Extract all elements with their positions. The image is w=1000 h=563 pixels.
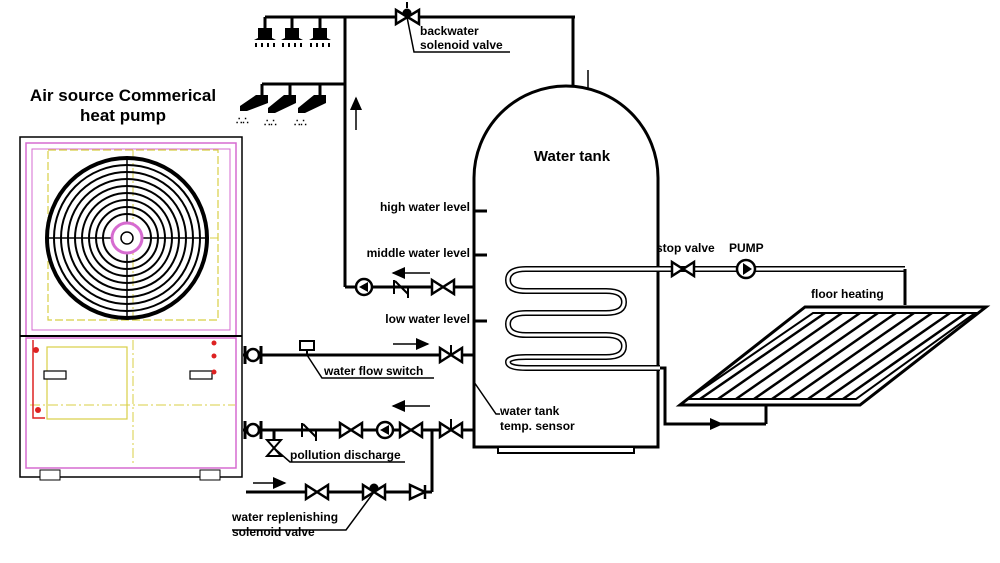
tank-sensor-label-line2: temp. sensor	[500, 419, 575, 433]
heat-pump-title-line1: Air source Commerical	[30, 86, 216, 105]
high-water-level-label: high water level	[380, 200, 470, 214]
tank-title: Water tank	[534, 148, 611, 165]
faucet-icon: ∴∴	[236, 95, 268, 127]
replenish-solenoid-valve-icon	[361, 482, 387, 502]
floor-pump-icon	[735, 258, 757, 280]
shower-head-icon	[281, 28, 303, 47]
tank-outlet-valve-icon	[438, 419, 464, 440]
flow-switch-label: water flow switch	[323, 364, 423, 378]
check-valve-icon	[408, 483, 428, 501]
pump-label: PUMP	[729, 241, 764, 255]
backwater-label-line1: backwater	[420, 24, 479, 38]
heat-pump-title-line2: heat pump	[80, 106, 166, 125]
replenish-label-line2: solenoid valve	[232, 525, 315, 539]
floor-heating-panel	[675, 305, 991, 407]
floor-heating-label: floor heating	[811, 287, 884, 301]
heat-pump-unit	[19, 136, 243, 481]
water-tank	[472, 84, 905, 454]
svg-text:∴∴: ∴∴	[264, 118, 277, 129]
return-pump-icon	[375, 420, 395, 440]
low-water-level-label: low water level	[385, 312, 470, 326]
backwater-label-line2: solenoid valve	[420, 38, 503, 52]
faucet-icon: ∴∴	[294, 95, 326, 129]
shower-heads	[254, 15, 345, 47]
check-valve-icon	[301, 423, 317, 441]
svg-text:∴∴: ∴∴	[236, 116, 249, 127]
pipe-union-icon	[243, 346, 263, 364]
stop-valve-icon	[670, 259, 696, 279]
svg-text:∴∴: ∴∴	[294, 118, 307, 129]
shower-head-icon	[309, 28, 331, 47]
stop-valve-icon	[338, 420, 364, 440]
replenish-label-line1: water replenishing	[231, 510, 338, 524]
flow-switch-icon	[299, 340, 315, 355]
fan-icon	[45, 156, 209, 320]
faucet-icon: ∴∴	[264, 95, 296, 129]
tank-sensor-label-line1: water tank	[499, 404, 560, 418]
middle-water-level-label: middle water level	[367, 246, 470, 260]
shower-head-icon	[254, 28, 276, 47]
stop-valve-label: stop valve	[656, 241, 715, 255]
stop-valve-icon	[304, 482, 330, 502]
faucets: ∴∴ ∴∴ ∴∴	[236, 82, 345, 129]
circulation-pump-icon	[354, 277, 374, 297]
inlet-valve-icon	[438, 345, 464, 365]
floor-return-line	[660, 366, 726, 426]
stop-valve-icon	[430, 277, 456, 297]
check-valve-icon	[393, 280, 409, 298]
pollution-discharge-label: pollution discharge	[290, 448, 401, 462]
stop-valve-icon	[398, 420, 424, 440]
pipe-union-icon	[243, 421, 263, 439]
